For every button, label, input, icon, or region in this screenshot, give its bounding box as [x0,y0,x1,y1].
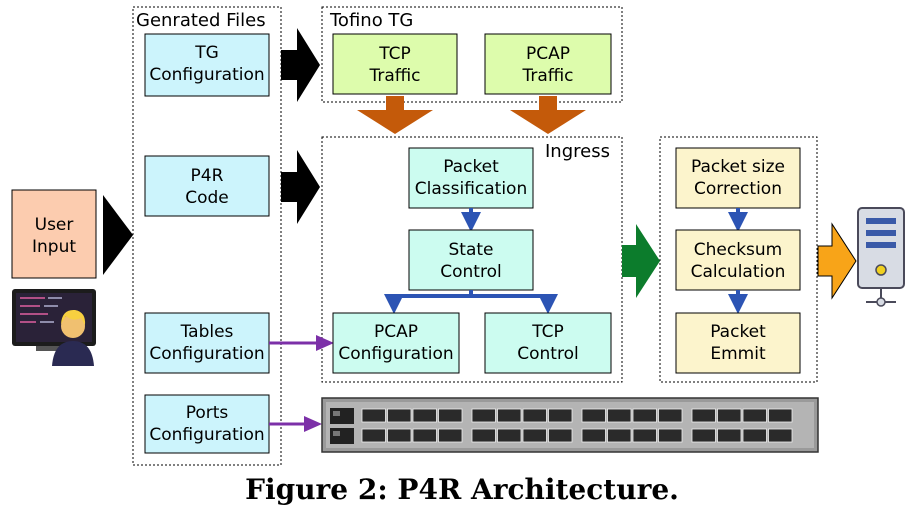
switch-port [522,428,547,443]
p4r-code-label-2: Code [185,188,229,208]
tcp-control-box [484,312,612,374]
pcap-traffic-arrow [510,96,586,134]
switch-port [471,408,496,423]
packet-size-correction-label-2: Correction [694,179,782,199]
switch-port [387,428,412,443]
state-control-label-2: Control [440,262,501,282]
switch-port [717,408,742,423]
packet-classification-label-1: Packet [443,157,499,177]
p4r-code-arrow [281,150,320,224]
pcap-configuration-label-1: PCAP [374,322,418,342]
switch-port [658,428,683,443]
tg-configuration-label-1: TG [194,43,219,63]
pcap-traffic-label-2: Traffic [521,66,573,86]
packet-emmit-label-2: Emmit [710,344,766,364]
switch-port [717,428,742,443]
switch-port [471,428,496,443]
tcp-traffic-label-2: Traffic [368,66,420,86]
ports-configuration-box [144,394,270,454]
pcap-configuration-label-2: Configuration [338,344,453,364]
ports-configuration-label-1: Ports [186,403,229,423]
switch-port [768,408,793,423]
switch-port [742,408,767,423]
packet-emmit-box [675,312,801,374]
switch-port [632,408,657,423]
ports-config-arrow-head [304,416,322,432]
packet-classification-box [408,147,534,209]
tg-config-arrow [281,28,320,102]
packet-classification-label-2: Classification [415,179,527,199]
tcp-traffic-label-1: TCP [378,44,411,64]
switch-port [412,408,437,423]
switch-port [497,428,522,443]
user-input-box [11,189,97,279]
tofino-tg-group [321,6,623,103]
switch-port [548,408,573,423]
user-to-generated-arrow [103,195,133,275]
switch-port [412,428,437,443]
ingress-group [321,136,623,383]
p4r-code-box [144,155,270,217]
tables-config-arrow-head [316,335,334,351]
tables-configuration-box [144,312,270,374]
server-icon [857,207,905,307]
egress-to-server-arrow [817,222,857,300]
switch-port [632,428,657,443]
tcp-traffic-box [332,33,458,95]
tg-configuration-label-2: Configuration [149,65,264,85]
switch-port [581,428,606,443]
switch-port [522,408,547,423]
user-input-label-2: Input [32,237,76,257]
switch-port [607,428,632,443]
switch-port [548,428,573,443]
switch-port [438,428,463,443]
switch-port [361,428,386,443]
generated-files-title: Genrated Files [136,10,266,31]
tg-configuration-box [144,33,270,97]
checksum-calculation-box [675,229,801,291]
switch-port [387,408,412,423]
checksum-calculation-label-1: Checksum [694,240,783,260]
figure-caption: Figure 2: P4R Architecture. [245,473,679,506]
tcp-control-label-1: TCP [531,322,564,342]
switch-port [768,428,793,443]
tables-configuration-label-1: Tables [180,322,234,342]
switch-port [691,408,716,423]
switch-port [607,408,632,423]
state-control-label-1: State [449,240,494,260]
user-input-label-1: User [35,215,74,235]
state-split-arrows [384,290,558,314]
packet-size-correction-box [675,147,801,209]
switch-port [361,408,386,423]
ports-configuration-label-2: Configuration [149,425,264,445]
packet-emmit-label-1: Packet [710,322,766,342]
checksum-calculation-label-2: Calculation [691,262,786,282]
pcap-traffic-label-1: PCAP [526,44,570,64]
pcap-configuration-box [332,312,460,374]
tcp-traffic-arrow [357,96,433,134]
switch-port [742,428,767,443]
switch-icon [321,397,819,453]
state-control-box [408,229,534,291]
ingress-title: Ingress [545,141,610,162]
user-at-computer-icon [12,289,96,366]
p4r-code-label-1: P4R [191,166,224,186]
switch-port [691,428,716,443]
switch-port [497,408,522,423]
ingress-to-egress-arrow [622,224,660,298]
tofino-tg-title: Tofino TG [329,10,413,31]
packet-size-correction-label-1: Packet size [691,157,785,177]
switch-port [658,408,683,423]
tcp-control-label-2: Control [517,344,578,364]
generated-files-group [132,6,282,466]
tables-configuration-label-2: Configuration [149,344,264,364]
switch-port [438,408,463,423]
egress-group [659,136,818,383]
switch-port [581,408,606,423]
pcap-traffic-box [484,33,612,95]
